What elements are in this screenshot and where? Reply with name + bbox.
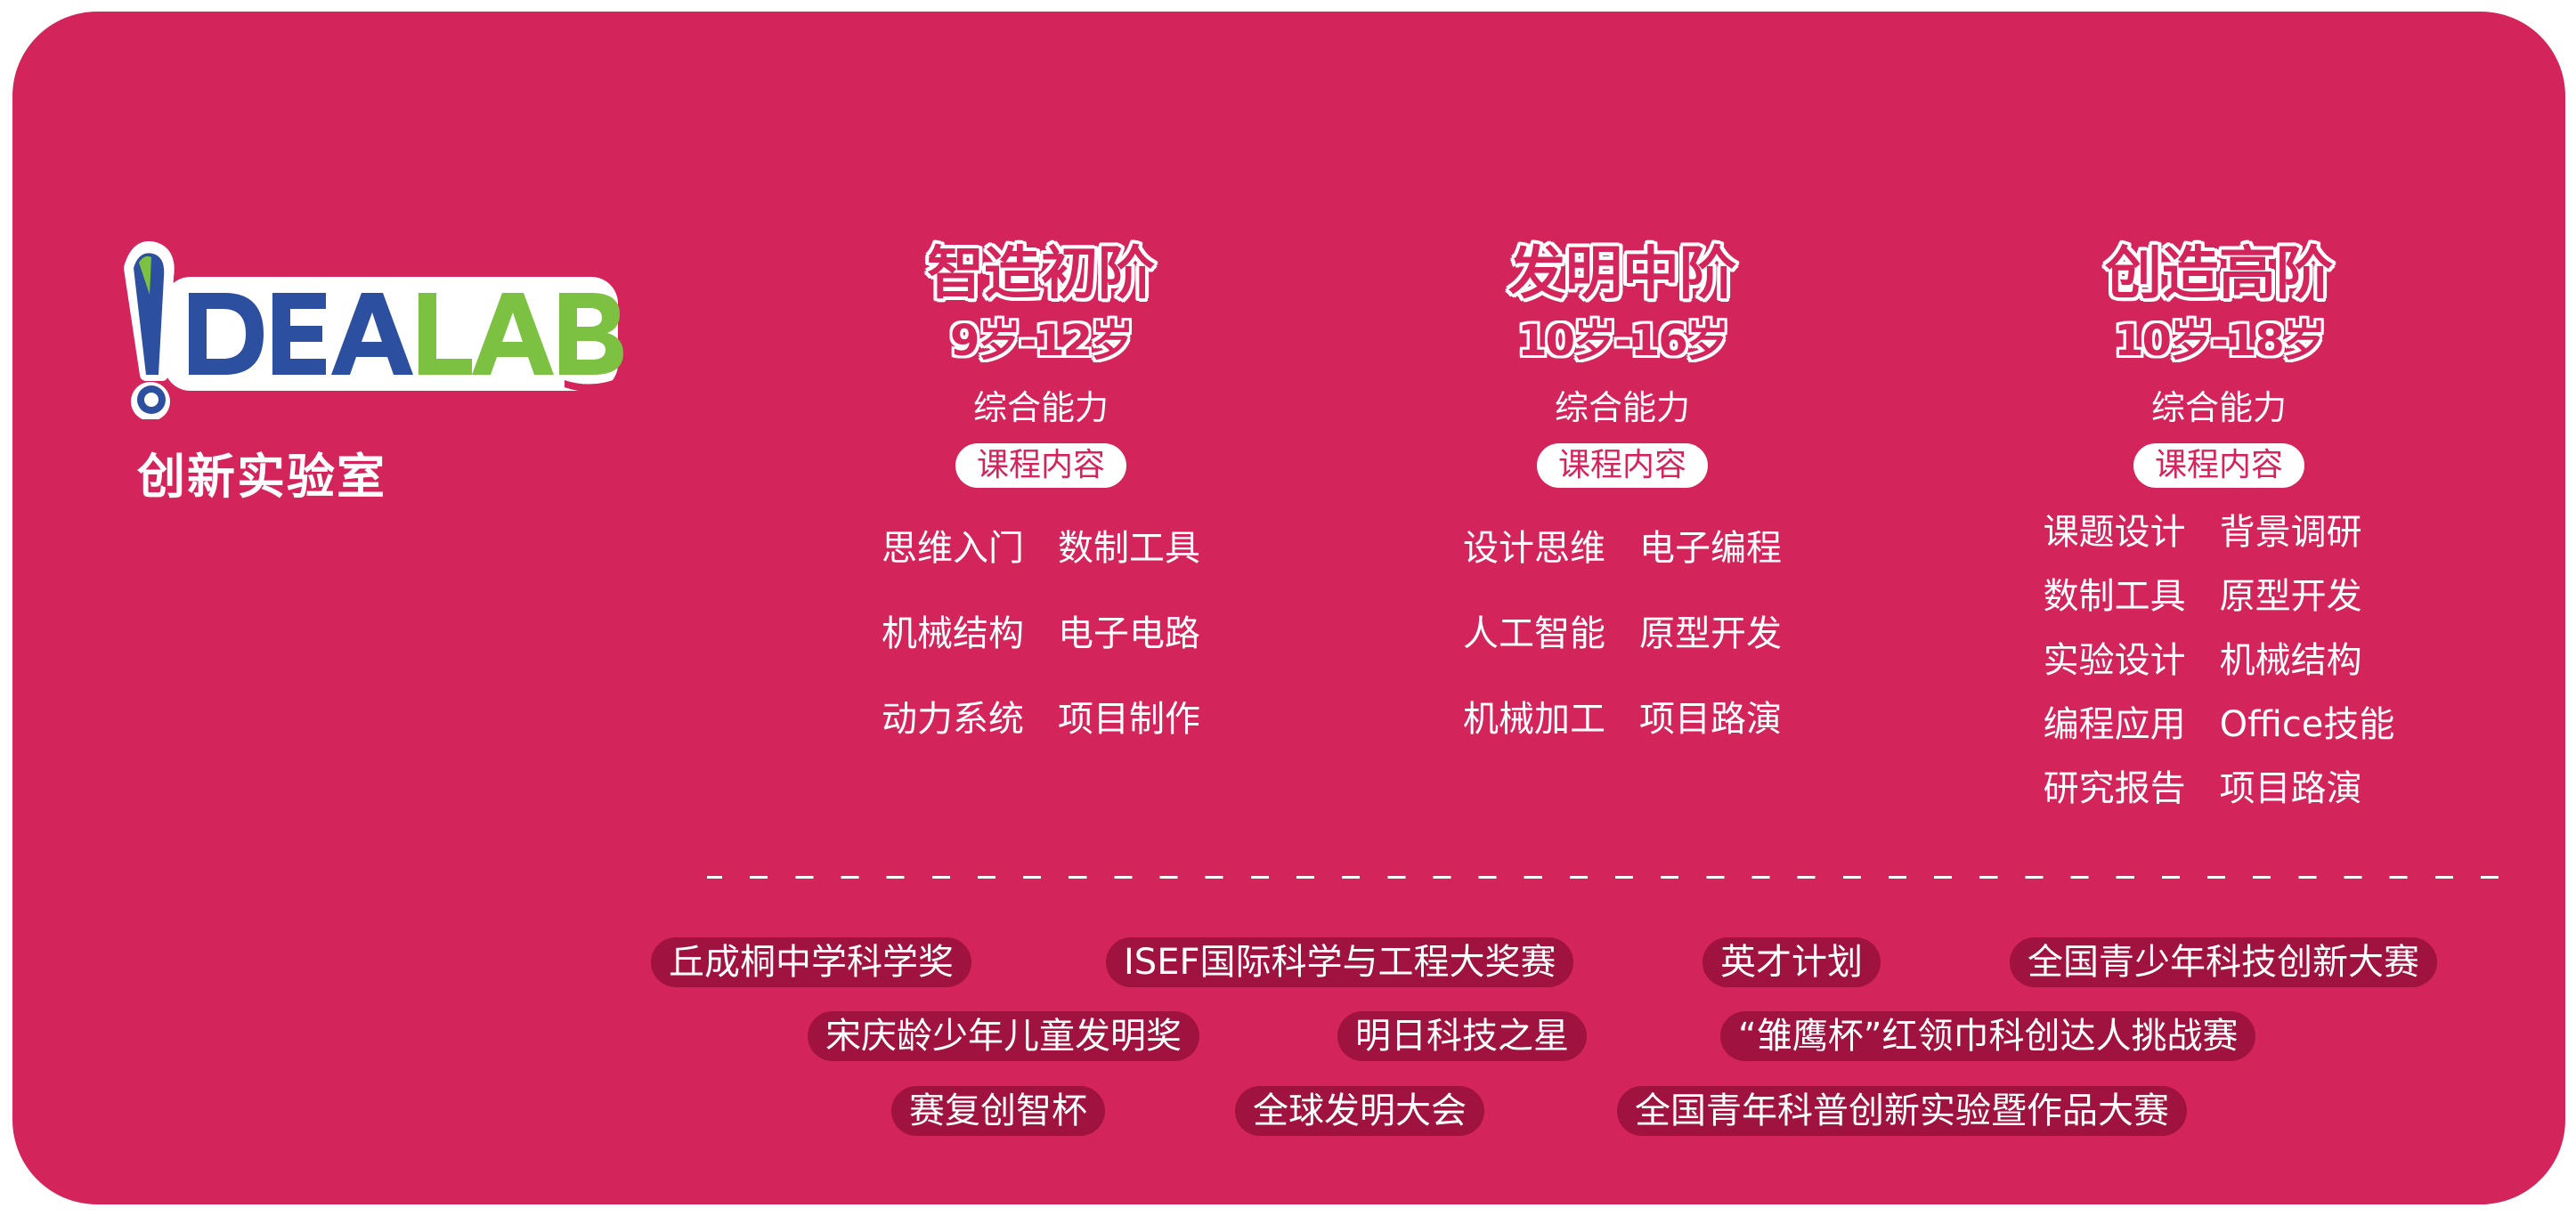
level-column-beginner: 智造初阶 9岁-12岁 综合能力 课程内容 思维入门 数制工具 机械结构 电子电… (809, 239, 1272, 762)
topic-item: 项目路演 (2219, 768, 2362, 809)
award-pill: 英才计划 (1702, 937, 1881, 987)
dashed-divider (707, 876, 2506, 879)
topic-list: 设计思维 电子编程 人工智能 原型开发 机械加工 项目路演 (1391, 506, 1854, 762)
topic-item: 人工智能 (1463, 613, 1605, 654)
topic-item: 机械结构 (2219, 640, 2362, 681)
award-pill: ISEF国际科学与工程大奖赛 (1106, 937, 1574, 987)
topic-item: 原型开发 (2219, 576, 2362, 617)
level-ability: 综合能力 (1554, 388, 1690, 427)
level-age: 10岁-16岁 (1517, 316, 1729, 366)
topic-item: 实验设计 (2043, 640, 2186, 681)
award-pill: 明日科技之星 (1337, 1011, 1587, 1061)
topic-item: 电子电路 (1058, 613, 1200, 654)
level-ability: 综合能力 (2150, 388, 2287, 427)
level-ability: 综合能力 (972, 388, 1109, 427)
topic-item: 编程应用 (2043, 704, 2186, 745)
logo-subtitle: 创新实验室 (137, 449, 386, 505)
award-pill: 全国青少年科技创新大赛 (2010, 937, 2437, 987)
award-pill: 丘成桐中学科学奖 (651, 937, 971, 987)
course-content-pill: 课程内容 (2133, 443, 2304, 488)
award-pill: “雏鹰杯”红领巾科创达人挑战赛 (1720, 1011, 2256, 1061)
topic-item: 课题设计 (2043, 512, 2186, 553)
level-column-advanced: 创造高阶 10岁-18岁 综合能力 课程内容 课题设计 背景调研 数制工具 原型… (1987, 239, 2450, 821)
course-content-pill: 课程内容 (1536, 443, 1708, 488)
level-age: 9岁-12岁 (949, 316, 1134, 366)
topic-item: 动力系统 (882, 699, 1024, 740)
topic-item: 项目制作 (1058, 699, 1200, 740)
course-content-pill: 课程内容 (955, 443, 1126, 488)
award-pill: 全球发明大会 (1235, 1086, 1484, 1136)
topic-item: 电子编程 (1639, 528, 1782, 569)
poster-card: 创新实验室 智造初阶 9岁-12岁 综合能力 课程内容 思维入门 数制工具 机械… (12, 12, 2565, 1204)
award-pill: 赛复创智杯 (891, 1086, 1105, 1136)
level-column-intermediate: 发明中阶 10岁-16岁 综合能力 课程内容 设计思维 电子编程 人工智能 原型… (1391, 239, 1854, 762)
level-age: 10岁-18岁 (2114, 316, 2326, 366)
topic-item: 机械结构 (882, 613, 1024, 654)
level-title: 发明中阶 (1508, 241, 1736, 307)
award-pill: 全国青年科普创新实验暨作品大赛 (1617, 1086, 2187, 1136)
topic-item: 设计思维 (1463, 528, 1605, 569)
topic-list: 课题设计 背景调研 数制工具 原型开发 实验设计 机械结构 编程应用 Offic… (1987, 500, 2450, 821)
topic-item: 思维入门 (882, 528, 1024, 569)
topic-item: 数制工具 (2043, 576, 2186, 617)
topic-item: Office技能 (2219, 704, 2395, 745)
idealab-logo (124, 241, 623, 419)
topic-item: 机械加工 (1463, 699, 1605, 740)
level-title: 创造高阶 (2105, 241, 2333, 307)
level-title: 智造初阶 (927, 241, 1155, 307)
topic-list: 思维入门 数制工具 机械结构 电子电路 动力系统 项目制作 (809, 506, 1272, 762)
topic-item: 原型开发 (1639, 613, 1782, 654)
topic-item: 数制工具 (1058, 528, 1200, 569)
topic-item: 研究报告 (2043, 768, 2186, 809)
topic-item: 背景调研 (2219, 512, 2362, 553)
award-pill: 宋庆龄少年儿童发明奖 (808, 1011, 1199, 1061)
topic-item: 项目路演 (1639, 699, 1782, 740)
